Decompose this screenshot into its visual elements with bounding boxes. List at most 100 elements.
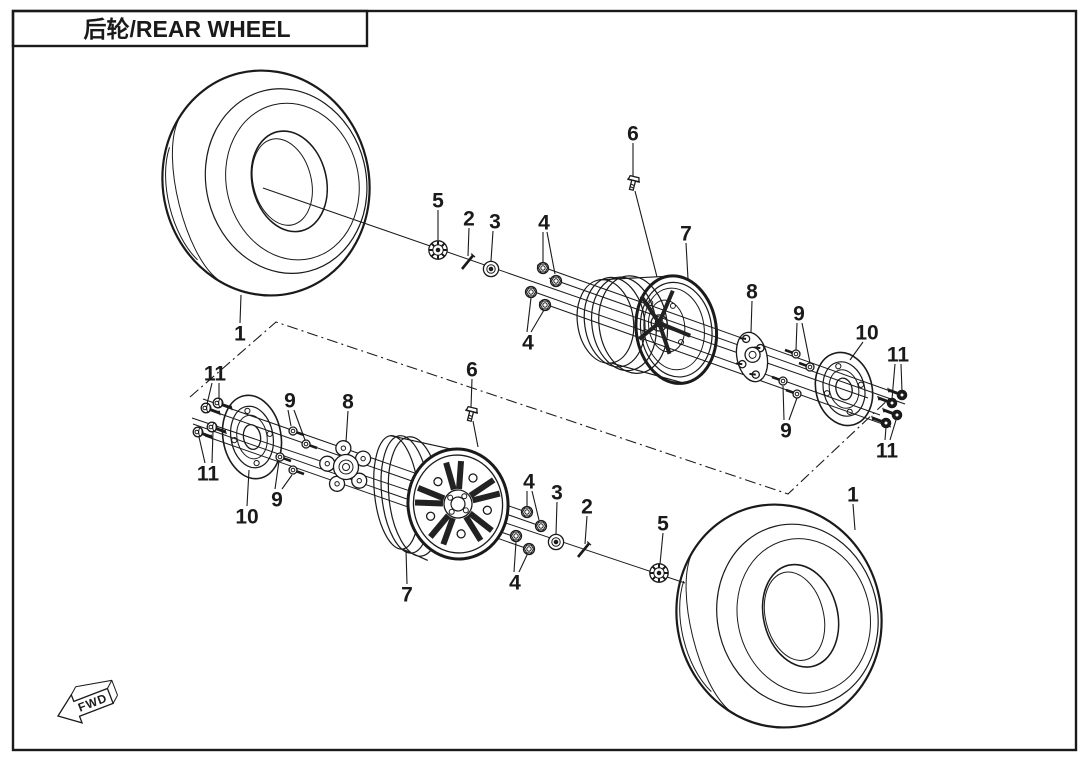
leader-line bbox=[750, 300, 753, 333]
part-10-hub-cover bbox=[221, 394, 283, 480]
leader-line bbox=[889, 419, 897, 441]
part-8-hub bbox=[735, 331, 769, 383]
part-8-hub bbox=[319, 440, 372, 492]
part-label-5: 5 bbox=[432, 190, 444, 213]
leader-line bbox=[634, 190, 658, 278]
part-label-9: 9 bbox=[780, 420, 792, 443]
part-label-1: 1 bbox=[234, 323, 246, 346]
leader-line bbox=[518, 554, 528, 573]
part-label-9: 9 bbox=[284, 390, 296, 413]
part-label-7: 7 bbox=[680, 223, 692, 246]
part-label-1: 1 bbox=[847, 484, 859, 507]
leader-line bbox=[198, 436, 206, 464]
parts-top-assembly bbox=[427, 174, 909, 430]
leader-line bbox=[467, 227, 470, 257]
part-label-5: 5 bbox=[657, 513, 669, 536]
title-box: 后轮/REAR WHEEL bbox=[11, 9, 369, 48]
leader-line bbox=[546, 231, 556, 275]
leader-line bbox=[530, 309, 545, 333]
leader-line bbox=[685, 242, 689, 280]
part-9-bolt bbox=[770, 375, 789, 387]
tire-rear-left bbox=[161, 69, 371, 297]
leader-line bbox=[884, 426, 887, 441]
leader-line bbox=[293, 409, 306, 441]
part-4-wheel-nut bbox=[538, 298, 552, 312]
part-label-6: 6 bbox=[466, 359, 478, 382]
part-9-bolt bbox=[784, 388, 803, 400]
leader-line bbox=[345, 410, 349, 443]
part-4-wheel-nut bbox=[524, 285, 538, 299]
axle-plane-dashline bbox=[189, 321, 894, 495]
leader-line bbox=[287, 409, 292, 427]
part-4-wheel-nut bbox=[549, 274, 563, 288]
rim-bottom bbox=[373, 435, 510, 562]
page-title: 后轮/REAR WHEEL bbox=[84, 16, 291, 42]
fwd-arrow: FWD bbox=[56, 679, 118, 724]
page-border bbox=[11, 9, 1078, 752]
part-4-wheel-nut bbox=[520, 505, 534, 519]
leader-line bbox=[206, 382, 213, 405]
part-label-10: 10 bbox=[235, 506, 258, 529]
leader-line bbox=[490, 230, 494, 262]
leader-line bbox=[211, 430, 214, 464]
part-5-center-cap bbox=[427, 239, 449, 261]
part-label-9: 9 bbox=[793, 303, 805, 326]
leader-line bbox=[246, 469, 250, 507]
leader-line bbox=[795, 322, 798, 351]
leader-line bbox=[472, 420, 479, 448]
part-label-11: 11 bbox=[204, 363, 227, 386]
leader-line bbox=[526, 297, 532, 333]
part-label-8: 8 bbox=[342, 391, 354, 414]
leader-line bbox=[531, 490, 540, 521]
part-11-bolt bbox=[211, 396, 234, 412]
part-label-4: 4 bbox=[522, 332, 534, 355]
leader-line bbox=[513, 541, 517, 573]
part-9-bolt bbox=[274, 451, 293, 463]
part-label-9: 9 bbox=[271, 489, 283, 512]
part-label-7: 7 bbox=[401, 584, 413, 607]
part-label-3: 3 bbox=[489, 211, 501, 234]
part-label-2: 2 bbox=[581, 496, 593, 519]
part-label-11: 11 bbox=[876, 440, 899, 463]
part-label-3: 3 bbox=[551, 482, 563, 505]
leader-line bbox=[801, 322, 811, 364]
parts-bottom-assembly bbox=[191, 394, 670, 584]
leader-line bbox=[788, 397, 798, 421]
leader-line bbox=[782, 385, 785, 421]
part-label-8: 8 bbox=[746, 281, 758, 304]
part-label-10: 10 bbox=[855, 322, 878, 345]
leader-line bbox=[555, 501, 558, 535]
leader-line bbox=[281, 474, 293, 490]
part-label-6: 6 bbox=[627, 123, 639, 146]
part-3-valve-nut bbox=[482, 260, 500, 278]
part-label-4: 4 bbox=[523, 471, 535, 494]
tire-rear-right bbox=[675, 503, 883, 729]
part-4-wheel-nut bbox=[522, 542, 536, 556]
part-3-valve-nut bbox=[547, 533, 565, 551]
leader-line bbox=[852, 503, 856, 531]
part-label-11: 11 bbox=[197, 463, 220, 486]
part-9-bolt bbox=[300, 438, 319, 450]
part-6-rim-bolt bbox=[624, 174, 642, 193]
part-4-wheel-nut bbox=[534, 519, 548, 533]
part-label-4: 4 bbox=[509, 572, 521, 595]
rim-top bbox=[576, 274, 719, 385]
leader-line bbox=[891, 363, 896, 400]
part-6-rim-bolt bbox=[462, 405, 480, 424]
leader-line bbox=[849, 341, 864, 361]
leader-line bbox=[900, 363, 903, 392]
leader-line bbox=[470, 378, 473, 408]
leader-line bbox=[659, 532, 664, 565]
leader-line bbox=[239, 294, 242, 324]
leader-line bbox=[584, 515, 588, 545]
part-11-bolt bbox=[870, 414, 893, 430]
leader-line bbox=[274, 460, 280, 490]
part-label-11: 11 bbox=[887, 344, 910, 367]
part-5-center-cap bbox=[648, 562, 670, 584]
part-4-wheel-nut bbox=[536, 261, 550, 275]
part-label-4: 4 bbox=[538, 212, 550, 235]
leader-line bbox=[405, 549, 408, 585]
part-label-2: 2 bbox=[463, 208, 475, 231]
